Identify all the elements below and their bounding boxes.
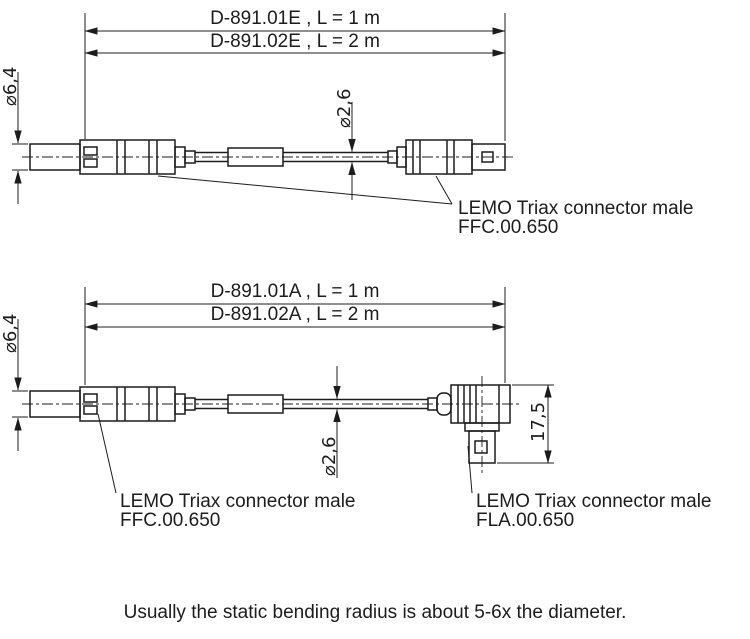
bottom-cable-ferrule [227, 394, 284, 414]
connector-knurling [457, 385, 477, 423]
connector-nose [471, 143, 506, 171]
connector-knurling [116, 140, 158, 174]
top-connector-label-line2: FFC.00.650 [458, 217, 558, 238]
bottom-left-connector-label-line2: FFC.00.650 [120, 510, 220, 531]
top-cable [195, 147, 388, 167]
bottom-left-connector-ffc [29, 386, 196, 422]
top-diameter-2-6-dimension: ⌀2,6 [334, 89, 356, 200]
top-dia-2-6-label: ⌀2,6 [334, 89, 355, 128]
bottom-dia-2-6-label: ⌀2,6 [319, 437, 340, 476]
latch-detail [474, 440, 488, 454]
strain-relief [184, 150, 196, 164]
top-dia-6-4-label: ⌀6,4 [0, 67, 21, 106]
latch-detail [481, 151, 494, 163]
top-right-connector-ffc [387, 139, 506, 175]
bottom-dia-6-4-label: ⌀6,4 [0, 314, 21, 353]
bottom-diameter-6-4-dimension: ⌀6,4 [0, 314, 28, 451]
bottom-cable [195, 394, 428, 414]
connector-knurling [116, 387, 158, 421]
connector-nose [468, 430, 496, 464]
bottom-variant-1m-label: D-891.01A , L = 1 m [211, 281, 380, 302]
strain-relief [184, 397, 196, 411]
bottom-right-connector-callout: LEMO Triax connector male FLA.00.650 [467, 445, 711, 531]
top-variant-2m-label: D-891.02E , L = 2 m [210, 31, 380, 52]
bottom-right-connector-label-line2: FLA.00.650 [476, 510, 574, 531]
bottom-height-17-5-dimension: 17,5 [497, 384, 554, 464]
top-diameter-6-4-dimension: ⌀6,4 [0, 67, 28, 204]
bottom-variant-2m-label: D-891.02A , L = 2 m [211, 304, 380, 325]
leader-line [435, 175, 453, 205]
bottom-left-connector-label-line1: LEMO Triax connector male [120, 491, 355, 512]
bottom-left-connector-callout: LEMO Triax connector male FFC.00.650 [97, 413, 355, 531]
top-variant-1m-label: D-891.01E , L = 1 m [210, 8, 380, 29]
bottom-length-dimension: D-891.01A , L = 1 m D-891.02A , L = 2 m [84, 281, 506, 385]
top-connector-label-line1: LEMO Triax connector male [458, 198, 693, 219]
bottom-right-connector-fla [427, 384, 511, 464]
latch-detail [83, 158, 98, 168]
top-length-dimension: D-891.01E , L = 1 m D-891.02E , L = 2 m [84, 8, 506, 141]
top-left-connector-ffc [29, 139, 196, 175]
bottom-cable-assembly-drawing: D-891.01A , L = 1 m D-891.02A , L = 2 m [0, 281, 711, 531]
bending-radius-note: Usually the static bending radius is abo… [124, 602, 627, 623]
latch-detail [83, 405, 98, 415]
leader-line [97, 413, 117, 494]
leader-line [467, 445, 473, 494]
connector-knurling [412, 140, 455, 174]
bottom-diameter-2-6-dimension: ⌀2,6 [319, 366, 341, 478]
leader-line [157, 175, 453, 205]
bottom-right-connector-label-line1: LEMO Triax connector male [476, 491, 711, 512]
top-cable-ferrule [227, 147, 284, 167]
top-connector-callout: LEMO Triax connector male FFC.00.650 [157, 175, 693, 238]
bottom-height-label: 17,5 [528, 402, 549, 442]
top-cable-assembly-drawing: D-891.01E , L = 1 m D-891.02E , L = 2 m [0, 8, 693, 238]
latch-detail [83, 393, 98, 403]
latch-detail [83, 146, 98, 156]
